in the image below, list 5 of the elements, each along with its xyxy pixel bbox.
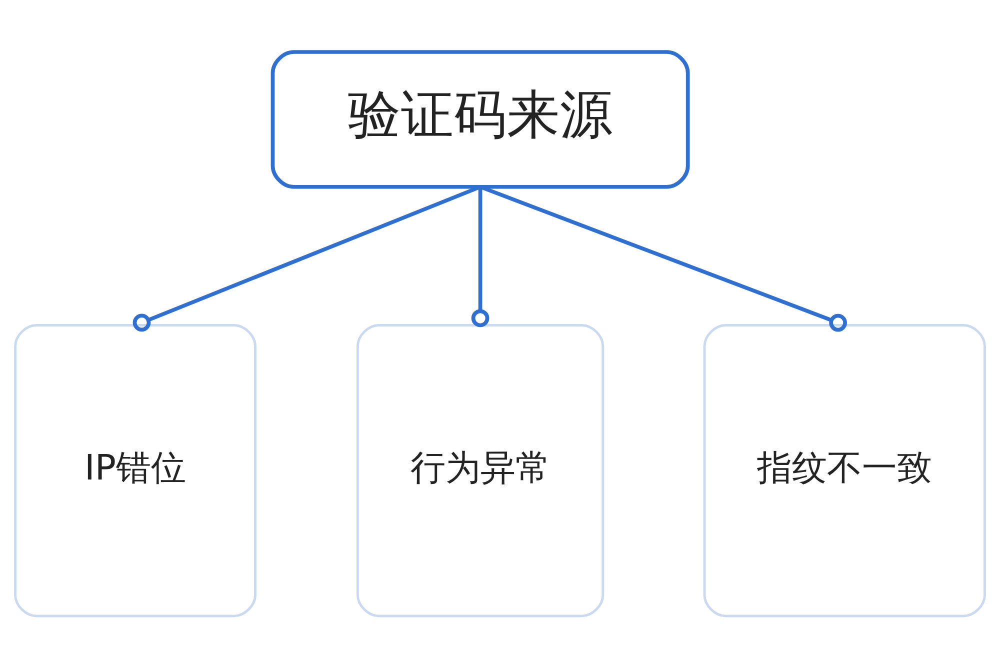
- node-box: IP错位: [14, 324, 256, 617]
- connector: [471, 186, 490, 327]
- node-box: 验证码来源: [270, 50, 690, 188]
- node-box: 指纹不一致: [703, 324, 986, 617]
- node-box: 行为异常: [356, 324, 604, 617]
